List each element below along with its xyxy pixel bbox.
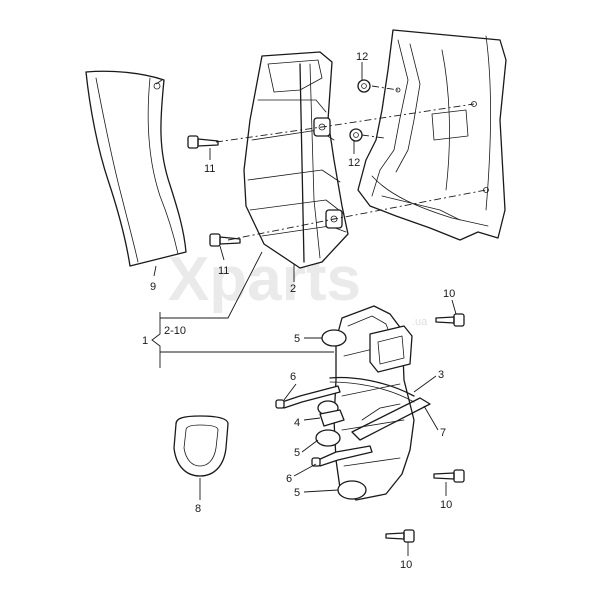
callout-3: 3: [438, 369, 444, 381]
callout-4: 4: [294, 417, 300, 429]
callout-7: 7: [440, 427, 446, 439]
leader-7: [423, 405, 439, 431]
callout-11-upper: 11: [204, 163, 215, 175]
part-10-screw-middle: [433, 469, 465, 483]
alignment-line-lower: [227, 189, 487, 241]
leader-11b: [219, 245, 225, 261]
callout-1: 1: [142, 335, 148, 347]
callout-10-middle: 10: [440, 499, 452, 511]
assembly-bracket: [151, 251, 334, 368]
callout-10-bottom: 10: [400, 559, 412, 571]
leader-10a: [451, 299, 457, 315]
callout-5-middle: 5: [294, 447, 300, 459]
leader-6a: [283, 383, 297, 401]
part-2-tail-light: [243, 51, 349, 269]
part-8-gasket: [173, 415, 229, 477]
part-12-nut-upper: [357, 79, 371, 93]
leader-4: [303, 417, 321, 421]
part-5-bulb-lower: [337, 480, 367, 500]
body-side-panel: [357, 29, 507, 241]
leader-6b: [293, 463, 317, 477]
watermark-brand: Xparts: [168, 245, 361, 314]
leader-3: [413, 375, 437, 393]
callout-11-lower: 11: [218, 265, 229, 277]
callout-6-lower: 6: [286, 473, 292, 485]
leader-9: [153, 265, 157, 277]
leader-5c: [303, 489, 339, 493]
watermark-suffix: .ua: [412, 316, 428, 328]
callout-10-top: 10: [443, 288, 455, 300]
alignment-line-upper: [215, 103, 475, 143]
part-4-holder: [319, 409, 345, 427]
part-5-bulb-upper: [321, 329, 347, 347]
callout-5-upper: 5: [294, 333, 300, 345]
callout-8: 8: [195, 503, 201, 515]
alignment-line-nut-upper: [371, 85, 399, 91]
alignment-line-nut-lower: [361, 134, 385, 139]
callout-6-upper: 6: [290, 371, 296, 383]
part-12-nut-lower: [349, 128, 363, 142]
callout-1-range: 2-10: [164, 325, 186, 337]
part-3-wiring-strip: [329, 376, 415, 397]
part-6-bulb-upper: [275, 385, 341, 409]
part-11-screw-lower: [209, 233, 241, 247]
callout-2: 2: [290, 283, 296, 295]
part-9-trim-panel: [85, 70, 187, 267]
part-10-screw-top: [435, 313, 465, 327]
callout-5-lower: 5: [294, 487, 300, 499]
callout-12-upper: 12: [356, 51, 368, 63]
part-7-contact-strip: [351, 397, 431, 441]
part-10-screw-bottom: [385, 529, 415, 543]
part-bulb-carrier: [333, 305, 415, 501]
callout-9: 9: [150, 281, 156, 293]
leader-5b: [301, 439, 319, 453]
part-6-bulb-lower: [311, 445, 373, 467]
part-11-screw-upper: [187, 135, 219, 149]
callout-12-lower: 12: [348, 157, 360, 169]
